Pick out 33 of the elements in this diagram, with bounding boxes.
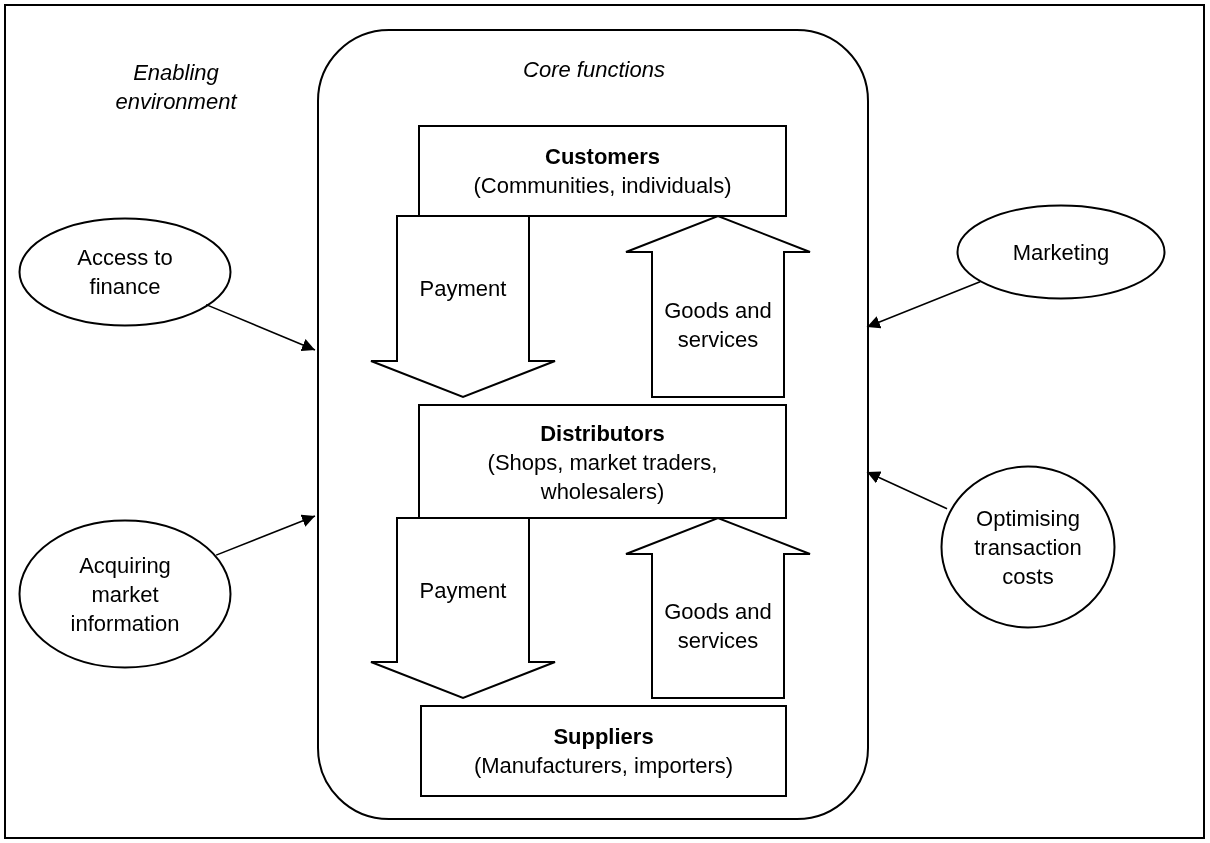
edge-label: Goods and services: [663, 598, 773, 655]
actor-title: Customers: [544, 143, 661, 171]
arrow: [215, 514, 316, 556]
actor-description: (Communities, individuals): [472, 172, 733, 200]
edge-label: Payment: [418, 576, 508, 605]
block-arrow: [625, 516, 811, 699]
actor-title: Suppliers: [552, 723, 655, 751]
factor-label: Optimising transaction costs: [973, 504, 1083, 591]
factor-ellipse: [18, 519, 232, 669]
block-arrow: [370, 517, 556, 700]
actor-description: (Manufacturers, importers): [472, 752, 735, 780]
arrow: [866, 471, 948, 510]
section-heading: Enabling environment: [114, 59, 239, 116]
actor-box: [420, 705, 787, 797]
factor-label: Marketing: [1011, 238, 1111, 267]
factor-ellipse: [956, 204, 1166, 300]
actor-box: [418, 404, 787, 519]
arrow: [866, 280, 981, 329]
edge-label: Goods and services: [663, 296, 773, 354]
arrow: [205, 303, 316, 351]
edge-label: Payment: [418, 275, 508, 303]
factor-ellipse: [18, 217, 232, 327]
core-functions-panel: [317, 29, 869, 820]
section-heading: Core functions: [522, 56, 666, 84]
actor-box: [418, 125, 787, 217]
actor-description: (Shops, market traders, wholesalers): [486, 448, 719, 505]
environment-frame: [4, 4, 1205, 839]
block-arrow: [370, 215, 556, 399]
actor-title: Distributors: [539, 419, 666, 447]
block-arrow: [625, 214, 811, 398]
factor-ellipse: [940, 465, 1116, 629]
factor-label: Access to finance: [76, 244, 174, 301]
factor-label: Acquiring market information: [69, 551, 181, 638]
